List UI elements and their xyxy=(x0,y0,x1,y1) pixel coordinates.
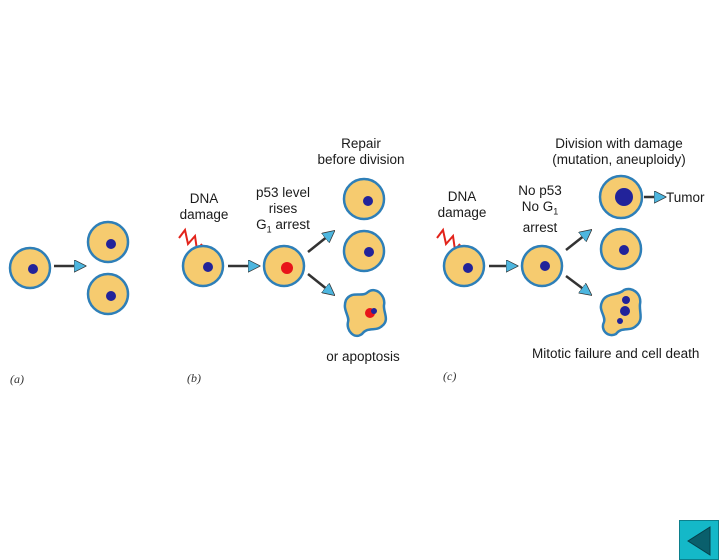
nucleus xyxy=(203,262,213,272)
nucleus xyxy=(106,291,116,301)
p53-nucleus xyxy=(281,262,293,274)
p53-rises-label: p53 level rises G1 arrest xyxy=(248,185,318,238)
nucleus xyxy=(363,196,373,206)
panel-a-label: (a) xyxy=(10,372,24,386)
enlarged-nucleus xyxy=(615,188,633,206)
mitotic-failure-label: Mitotic failure and cell death xyxy=(532,346,700,361)
p53-level-line: p53 level xyxy=(255,185,311,200)
micronucleus xyxy=(622,296,630,304)
nucleus xyxy=(364,247,374,257)
nucleus xyxy=(540,261,550,271)
nucleus xyxy=(28,264,38,274)
triangle-left-icon xyxy=(687,526,711,556)
no-p53-line: No p53 xyxy=(518,183,562,198)
micronucleus xyxy=(617,318,623,324)
nucleus xyxy=(371,308,377,314)
dna-damage-label-c: DNA damage xyxy=(437,189,487,220)
micronucleus xyxy=(620,306,630,316)
back-button[interactable] xyxy=(679,520,719,560)
g1-arrest-line: G1 arrest xyxy=(256,217,310,235)
arrest-line: arrest xyxy=(522,219,558,235)
cell xyxy=(181,244,225,288)
panel-c xyxy=(436,174,664,337)
arrow xyxy=(307,232,333,253)
tumor-label: Tumor xyxy=(666,190,705,205)
rises-line: rises xyxy=(268,201,298,216)
nucleus xyxy=(619,245,629,255)
arrow xyxy=(565,275,590,294)
nucleus xyxy=(106,239,116,249)
cell xyxy=(342,229,386,273)
arrow xyxy=(565,231,590,251)
nucleus xyxy=(463,263,473,273)
dna-damage-label-b: DNA damage xyxy=(179,191,229,222)
panel-c-label: (c) xyxy=(443,369,457,383)
no-p53-label: No p53 No G1 arrest xyxy=(508,183,572,236)
panel-b-label: (b) xyxy=(187,371,201,385)
apoptosis-label: or apoptosis xyxy=(326,349,400,364)
no-g1-line: No G1 xyxy=(521,199,559,217)
panel-a xyxy=(8,220,130,316)
panel-b xyxy=(178,177,388,338)
arrow xyxy=(307,273,333,294)
p53-cell-cycle-diagram xyxy=(8,174,720,338)
division-note-label: (mutation, aneuploidy) xyxy=(552,152,686,167)
repair-label: Repair before division xyxy=(317,136,405,167)
division-damage-label: Division with damage xyxy=(555,136,683,151)
